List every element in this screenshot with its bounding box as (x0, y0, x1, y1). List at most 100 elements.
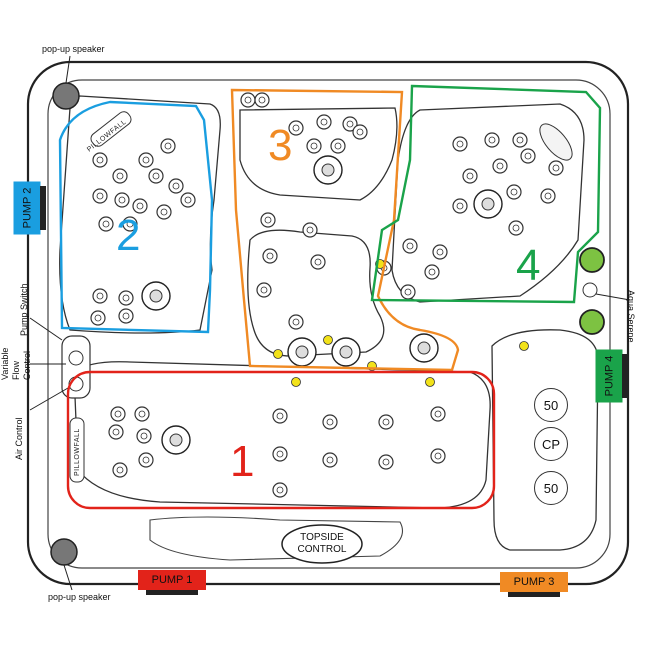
jet-nozzle (96, 156, 104, 164)
pillowfall-left-pad (69, 417, 85, 483)
jet-nozzle (544, 192, 552, 200)
topside-control-label: TOPSIDE CONTROL (297, 532, 347, 555)
jet (400, 284, 416, 300)
pump-1-block (138, 570, 206, 590)
jet (122, 216, 138, 232)
jet (256, 282, 272, 298)
jet (322, 452, 338, 468)
jet (424, 264, 440, 280)
pillowfall-left-label: PILLOWFALL (74, 428, 81, 476)
jet-nozzle (356, 128, 364, 136)
jet-nozzle (244, 96, 252, 104)
jet (452, 198, 468, 214)
jet (98, 216, 114, 232)
jet (508, 220, 524, 236)
jet (92, 188, 108, 204)
jet-nozzle (140, 432, 148, 440)
jet (114, 192, 130, 208)
jet (254, 92, 270, 108)
pump-2-label-box: PUMP 2 (14, 182, 40, 234)
jet (506, 184, 522, 200)
jet-nozzle (314, 258, 322, 266)
popup-speaker-bottom-leader (63, 564, 73, 591)
jet (430, 448, 446, 464)
jet-nozzle (112, 428, 120, 436)
air-control-label: Air Control (14, 417, 24, 460)
jet-nozzle (116, 466, 124, 474)
aqua-serene-knob-top (579, 247, 605, 273)
jet (402, 238, 418, 254)
jet (148, 168, 164, 184)
jet (342, 116, 358, 132)
led-light (519, 341, 529, 351)
jet-nozzle (172, 182, 180, 190)
spa-shell-inner (47, 79, 611, 569)
jet (180, 192, 196, 208)
jet (512, 132, 528, 148)
jet-nozzle (96, 192, 104, 200)
jet-nozzle (122, 294, 130, 302)
jet-nozzle (436, 248, 444, 256)
equipment-circle-bottom: 50 (534, 471, 568, 505)
jet-nozzle (456, 140, 464, 148)
jet-nozzle (184, 196, 192, 204)
pump-switch-label: Pump Switch (19, 283, 29, 336)
jet (378, 454, 394, 470)
pump-switch-leader (29, 317, 63, 341)
jet (272, 408, 288, 424)
jet (462, 168, 478, 184)
pump-4-label-box: PUMP 4 (596, 350, 622, 402)
jet (520, 148, 536, 164)
step-outline (149, 516, 404, 561)
jet (108, 424, 124, 440)
jet (134, 406, 150, 422)
jet (548, 160, 564, 176)
jet (132, 198, 148, 214)
jet-nozzle (310, 142, 318, 150)
jet (272, 482, 288, 498)
jet-nozzle (114, 410, 122, 418)
jet-nozzle (404, 288, 412, 296)
jet-nozzle (142, 456, 150, 464)
aqua-serene-label: Aqua Serene (626, 290, 636, 343)
aqua-serene-leader (595, 293, 631, 301)
jet-nozzle (488, 136, 496, 144)
jet-nozzle (512, 224, 520, 232)
led-light (273, 349, 283, 359)
jet (452, 136, 468, 152)
jet (322, 414, 338, 430)
jet (432, 244, 448, 260)
jet (352, 124, 368, 140)
aqua-serene-waterfall (539, 123, 573, 161)
pump-4-label: PUMP 4 (603, 355, 616, 397)
zone-2-number: 2 (116, 211, 141, 260)
jet (288, 314, 304, 330)
air-control-leader (29, 387, 69, 411)
jet (430, 406, 446, 422)
jet-nozzle (138, 410, 146, 418)
jet (112, 462, 128, 478)
pump-2-connector (40, 186, 46, 230)
jet-nozzle (326, 456, 334, 464)
jet-nozzle (266, 252, 274, 260)
jet-nozzle (382, 458, 390, 466)
jet-nozzle (136, 202, 144, 210)
jet (138, 452, 154, 468)
pump-3-connector (508, 592, 560, 597)
jet-nozzle (334, 142, 342, 150)
led-light (323, 335, 333, 345)
jet-nozzle (160, 208, 168, 216)
jet-nozzle (320, 118, 328, 126)
jet-nozzle (96, 292, 104, 300)
seat-3-outline (239, 107, 398, 201)
jet-nozzle (434, 452, 442, 460)
jet (160, 138, 176, 154)
light-group (273, 259, 529, 387)
jet-nozzle (118, 196, 126, 204)
jet-nozzle (258, 96, 266, 104)
jet (484, 132, 500, 148)
jet-nozzle (496, 162, 504, 170)
jet (262, 248, 278, 264)
jet (118, 290, 134, 306)
